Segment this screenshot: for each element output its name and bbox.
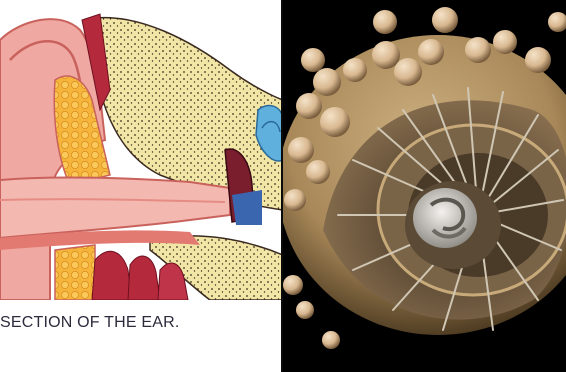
- figure-caption: SECTION OF THE EAR.: [0, 314, 180, 332]
- fat-tissue-lower: [55, 245, 95, 300]
- muscle-lower-2: [128, 256, 160, 300]
- middle-ear-cavity: [232, 190, 262, 225]
- ear-section-illustration: SECTION OF THE EAR.: [0, 0, 283, 372]
- cutaway-sphere-render: [283, 0, 566, 372]
- ear-canal: [0, 177, 230, 238]
- muscle-lower-1: [92, 251, 132, 300]
- sphere-cutaway-drawing: [283, 0, 566, 372]
